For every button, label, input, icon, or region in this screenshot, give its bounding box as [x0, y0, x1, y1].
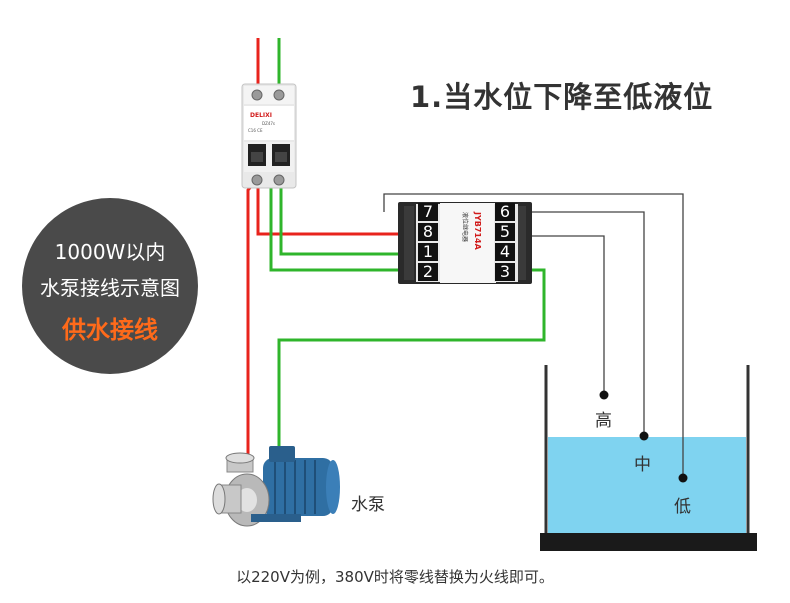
pump-label: 水泵: [351, 495, 385, 515]
page-title: 1.当水位下降至低液位: [410, 80, 714, 114]
footnote: 以220V为例，380V时将零线替换为火线即可。: [236, 568, 554, 586]
pump-image: [212, 446, 340, 527]
probe-high-dot: [599, 390, 609, 400]
power-wires: [246, 38, 546, 470]
terminal-7: 7: [418, 203, 438, 221]
terminal-8: 8: [418, 223, 438, 241]
probe-low-label: 低: [674, 497, 691, 517]
terminal-6: 6: [495, 203, 515, 221]
relay-model: JYB714A: [473, 211, 482, 251]
terminal-2: 2: [418, 263, 438, 281]
breaker-brand: DELIXI: [250, 112, 272, 119]
badge-power-limit: 1000W以内: [54, 240, 166, 264]
terminal-3: 3: [495, 263, 515, 281]
terminal-4: 4: [495, 243, 515, 261]
probe-wires: [383, 193, 684, 478]
tank-base: [540, 533, 757, 551]
terminal-5: 5: [495, 223, 515, 241]
badge-mode: 供水接线: [62, 316, 158, 344]
relay-name: 液位继电器: [461, 212, 469, 242]
probe-mid-dot: [639, 431, 649, 441]
svg-text:C16 CE: C16 CE: [248, 128, 263, 133]
circuit-breaker: DELIXI DZ47s C16 CE: [241, 83, 297, 189]
probe-high-label: 高: [595, 411, 612, 431]
probe-low-dot: [678, 473, 688, 483]
info-badge: 1000W以内 水泵接线示意图 供水接线: [22, 198, 198, 374]
probe-mid-label: 中: [634, 455, 651, 475]
terminal-1: 1: [418, 243, 438, 261]
svg-text:DZ47s: DZ47s: [262, 121, 275, 126]
water: [548, 437, 746, 533]
badge-diagram-name: 水泵接线示意图: [40, 276, 180, 300]
